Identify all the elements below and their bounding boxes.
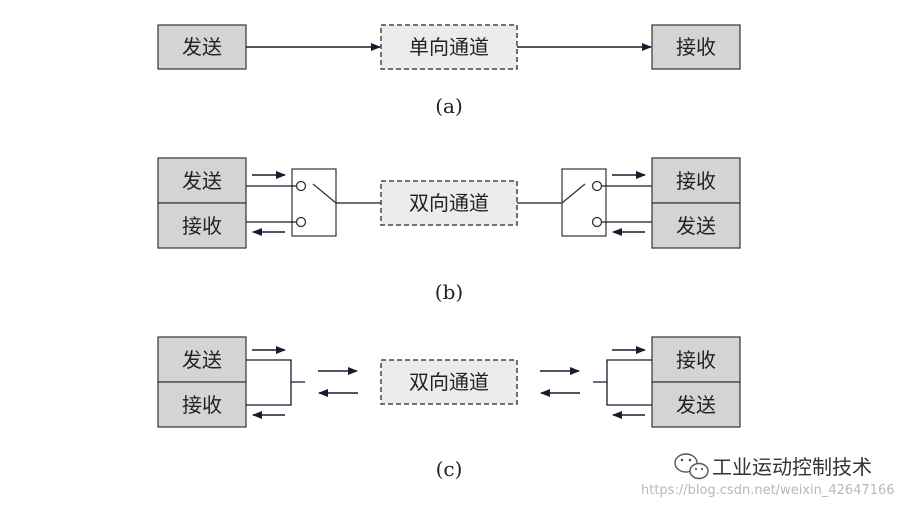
caption-a: (a) [435,94,463,118]
diagram-a: 发送 单向通道 接收 (a) [157,24,741,118]
left-receive-box-c [157,381,247,428]
right-receive-label: 接收 [676,169,716,193]
left-receive-label: 接收 [182,214,222,238]
simplex-channel-box [380,24,518,70]
right-switch-blade [561,183,586,204]
caption-c: (c) [436,457,463,481]
right-switch-contact-top [591,180,603,192]
send-box [157,24,247,70]
right-send-box-c [651,381,741,428]
left-receive-box [157,202,247,249]
diagram-c: 发送 接收 双向通道 接收 发送 (c) [157,336,741,481]
duplex-channel-box-b [380,180,518,226]
duplex-channel-label-c: 双向通道 [409,370,489,394]
left-send-label-c: 发送 [182,348,222,372]
left-send-label: 发送 [182,169,222,193]
caption-b: (b) [435,280,463,304]
left-switch-contact-top [295,180,307,192]
receive-label: 接收 [676,35,716,59]
right-send-box [651,202,741,249]
left-bracket-c [246,359,305,406]
left-receive-label-c: 接收 [182,393,222,417]
right-receive-box-c [651,336,741,383]
watermark: 工业运动控制技术 https://blog.csdn.net/weixin_42… [641,453,895,498]
watermark-url: https://blog.csdn.net/weixin_42647166 [641,483,895,498]
left-switch-contact-bottom [295,216,307,228]
watermark-brand: 工业运动控制技术 [712,455,872,479]
diagram-b: 发送 接收 双向通道 接收 发送 (b) [157,157,741,304]
simplex-channel-label: 单向通道 [409,35,489,59]
left-switch-blade [312,183,337,204]
right-send-label-c: 发送 [676,393,716,417]
right-send-label: 发送 [676,214,716,238]
right-bracket-c [593,359,652,406]
duplex-channel-label-b: 双向通道 [409,191,489,215]
wechat-icon [674,453,709,480]
receive-box [651,24,741,70]
send-label: 发送 [182,35,222,59]
left-send-box [157,157,247,204]
right-switch-contact-bottom [591,216,603,228]
right-receive-label-c: 接收 [676,348,716,372]
duplex-channel-box-c [380,359,518,405]
